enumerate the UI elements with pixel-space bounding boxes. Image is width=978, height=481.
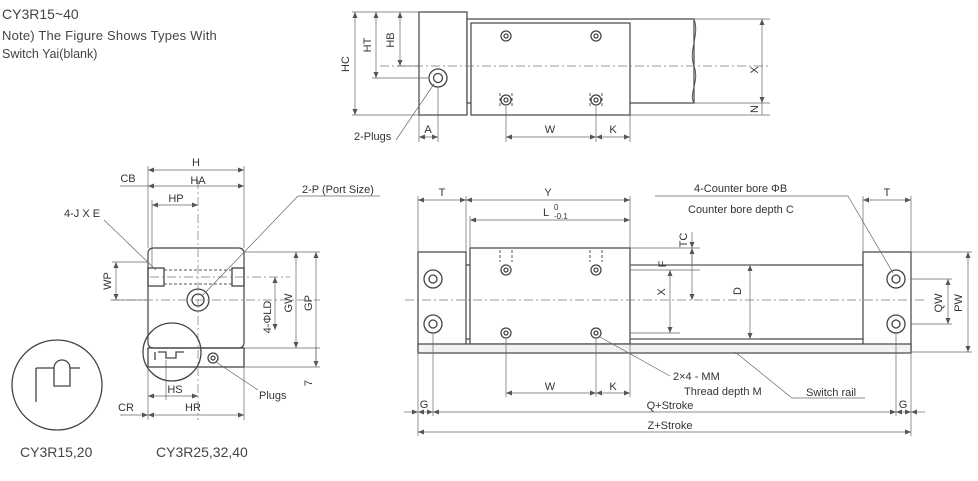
label-front-l: L bbox=[543, 207, 549, 219]
top-right-dims bbox=[630, 18, 770, 116]
label-counter-bore-depth: Counter bore depth C bbox=[688, 204, 794, 216]
label-top-x: X bbox=[749, 66, 761, 74]
front-end-right bbox=[862, 251, 912, 353]
top-plug-inner bbox=[432, 72, 444, 84]
side-view: H HA CB HP 4-J X E 2-P (Port Size) WP 4-… bbox=[11, 157, 380, 431]
caption-cy3r15-20: CY3R15,20 bbox=[20, 444, 93, 460]
label-z-stroke: Z+Stroke bbox=[648, 420, 693, 432]
label-qw: QW bbox=[933, 293, 945, 313]
caption-cy3r25-40: CY3R25,32,40 bbox=[156, 444, 248, 460]
label-front-t-right: T bbox=[884, 187, 891, 199]
leader-port bbox=[201, 195, 299, 297]
label-hs: HS bbox=[167, 384, 182, 396]
top-view: HC HT HB X N A W K 2-Plugs bbox=[340, 11, 770, 143]
detail-circle-cy3r15-20 bbox=[11, 339, 103, 431]
label-side-plugs: Plugs bbox=[259, 390, 287, 402]
label-thread-depth: Thread depth M bbox=[684, 386, 762, 398]
label-hp: HP bbox=[168, 193, 183, 205]
note-line-1: Note) The Figure Shows Types With bbox=[2, 28, 217, 43]
label-ht: HT bbox=[362, 37, 374, 52]
label-switch-rail: Switch rail bbox=[806, 387, 856, 399]
label-q-stroke: Q+Stroke bbox=[647, 400, 694, 412]
top-holes bbox=[499, 30, 603, 108]
label-ha: HA bbox=[190, 175, 206, 187]
label-g-right: G bbox=[899, 399, 908, 411]
model-title: CY3R15~40 bbox=[2, 6, 79, 22]
side-detail-circle bbox=[142, 322, 202, 382]
label-top-k: K bbox=[609, 124, 617, 136]
front-slider bbox=[469, 247, 631, 345]
label-h: H bbox=[192, 157, 200, 169]
label-front-t-left: T bbox=[439, 187, 446, 199]
side-body bbox=[147, 247, 245, 349]
label-top-w: W bbox=[545, 124, 556, 136]
label-top-plugs: 2-Plugs bbox=[354, 131, 392, 143]
label-gw: GW bbox=[283, 293, 295, 313]
label-hr: HR bbox=[185, 402, 201, 414]
front-bottom-dims bbox=[404, 333, 925, 436]
side-top-dims bbox=[120, 166, 245, 268]
top-end-block bbox=[418, 11, 468, 116]
label-counter-bore: 4-Counter bore ΦB bbox=[694, 183, 787, 195]
front-slider-holes bbox=[499, 250, 603, 339]
label-gp: GP bbox=[303, 295, 315, 311]
label-front-l-lower: -0.1 bbox=[554, 212, 568, 221]
note-line-2: Switch Yai(blank) bbox=[2, 47, 98, 61]
label-front-y: Y bbox=[544, 187, 552, 199]
label-tc: TC bbox=[678, 233, 690, 248]
side-bottom-dims bbox=[120, 360, 259, 420]
label-front-k: K bbox=[609, 381, 617, 393]
front-top-dims bbox=[417, 196, 912, 252]
label-g-left: G bbox=[420, 399, 429, 411]
label-pw: PW bbox=[953, 294, 965, 312]
side-plug bbox=[207, 352, 219, 364]
label-hc: HC bbox=[340, 56, 352, 72]
label-front-d: D bbox=[732, 287, 744, 295]
label-front-w: W bbox=[545, 381, 556, 393]
label-port: 2-P (Port Size) bbox=[302, 184, 374, 196]
label-thread-mm: 2×4 - MM bbox=[673, 371, 720, 383]
top-bottom-dims bbox=[395, 83, 631, 142]
label-top-n: N bbox=[749, 105, 761, 113]
label-ld: 4-ΦLD bbox=[262, 301, 274, 334]
front-vertical-dims bbox=[630, 232, 760, 340]
label-front-x: X bbox=[656, 288, 668, 296]
side-base bbox=[147, 347, 245, 368]
label-hb: HB bbox=[385, 32, 397, 47]
label-wp: WP bbox=[102, 272, 114, 290]
label-f: F bbox=[657, 260, 669, 267]
label-jxe: 4-J X E bbox=[64, 208, 100, 220]
leader-switch-rail bbox=[734, 351, 793, 399]
front-right-dims bbox=[911, 251, 972, 353]
leader-thread bbox=[599, 336, 671, 377]
top-slider bbox=[470, 22, 631, 116]
label-cr: CR bbox=[118, 402, 134, 414]
front-end-left bbox=[417, 251, 467, 353]
leader-counter-bore bbox=[847, 195, 894, 274]
label-cb: CB bbox=[120, 173, 135, 185]
side-left-dims bbox=[112, 261, 148, 301]
top-left-dims bbox=[352, 11, 428, 116]
label-top-a: A bbox=[424, 124, 432, 136]
front-view: T Y L 0 -0.1 T 4-Counter bore ΦB Counter… bbox=[404, 183, 972, 436]
side-right-dims bbox=[244, 251, 320, 368]
label-seven: 7 bbox=[303, 380, 315, 386]
label-front-l-upper: 0 bbox=[554, 203, 559, 212]
switch-rail bbox=[417, 343, 912, 354]
